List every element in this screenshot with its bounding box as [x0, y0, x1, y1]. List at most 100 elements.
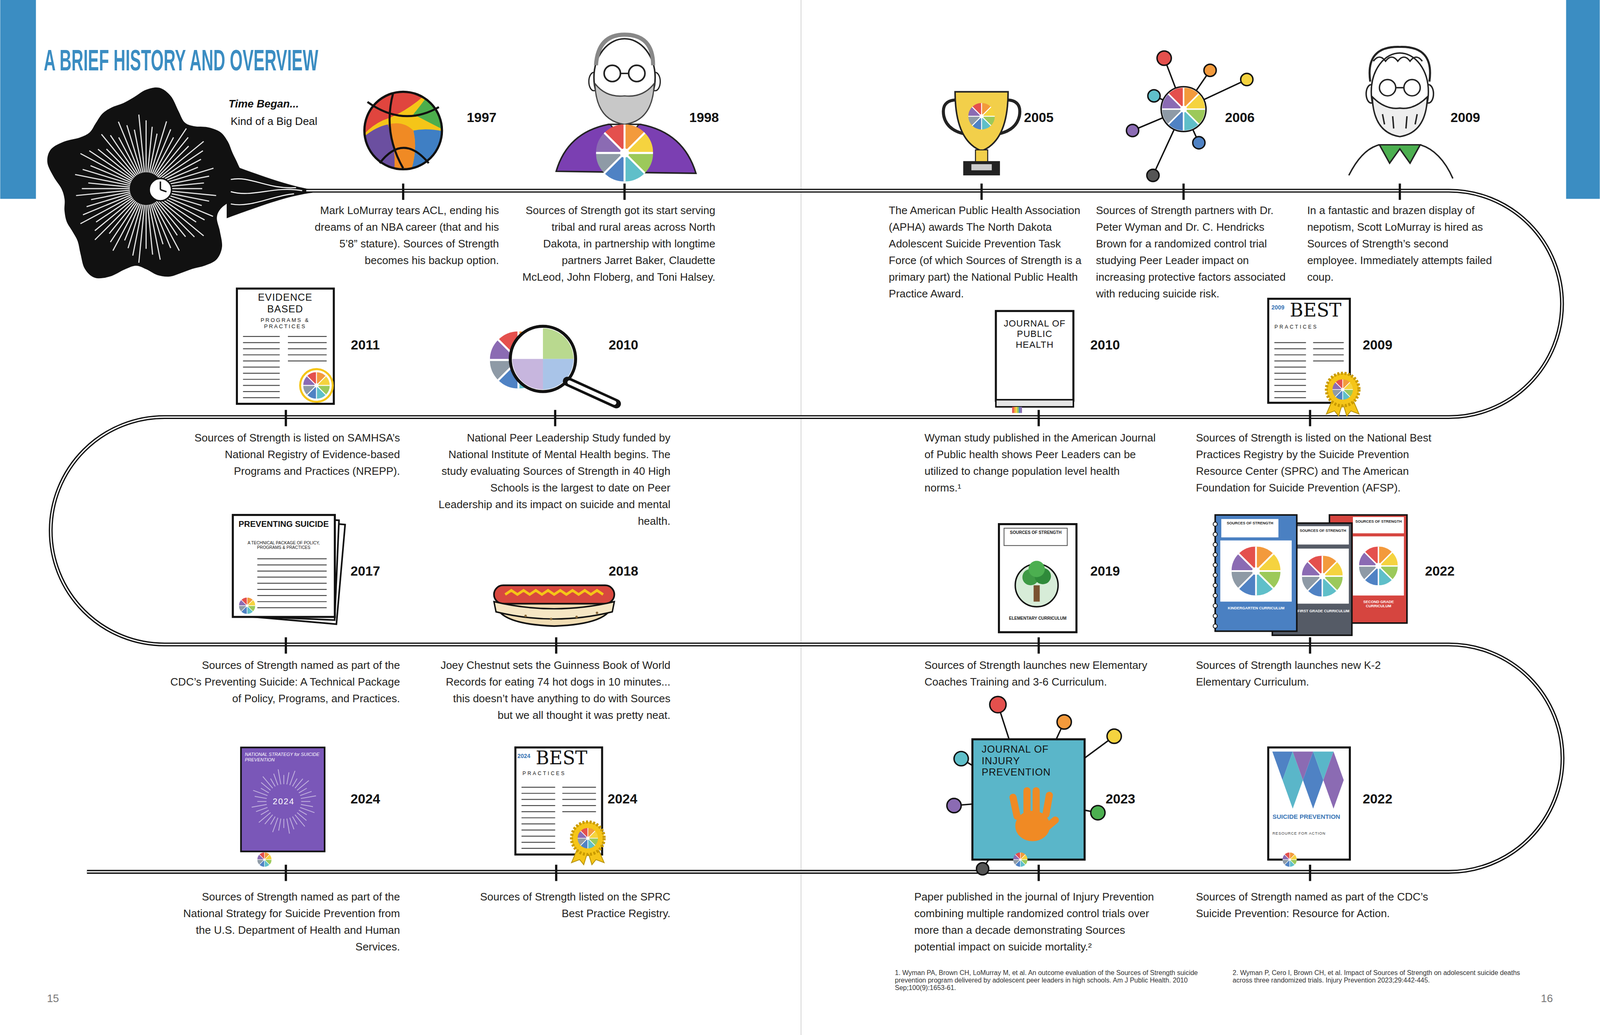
network-icon-part — [1161, 86, 1207, 132]
event-description: The American Public Health Association (… — [888, 202, 1083, 303]
founder-portrait — [556, 34, 696, 182]
journal-book-part — [1013, 407, 1016, 414]
strategy-rays-part — [297, 780, 309, 791]
event-description: Paper published in the journal of Injury… — [914, 888, 1160, 956]
timeline-event: 2010Wyman study published in the America… — [924, 429, 1160, 497]
side-bar — [1566, 0, 1600, 199]
logo-text: SOURCES OF STRENGTH — [1297, 528, 1348, 533]
hot-dog-icon — [494, 585, 615, 627]
big-bang-cloud-part — [156, 201, 186, 237]
curriculum-book-part — [1033, 585, 1040, 602]
strategy-rays-part — [298, 810, 307, 815]
strategy-rays-part — [278, 769, 281, 785]
curriculum-book-part — [1352, 536, 1404, 596]
intro-note: Kind of a Big Deal — [230, 115, 318, 128]
network-icon-part — [1126, 124, 1139, 137]
best-practices-document-part — [1326, 373, 1359, 406]
portrait-sketch-part — [1372, 97, 1428, 137]
resource-book — [1268, 747, 1350, 868]
event-description: Sources of Strength named as part of the… — [1195, 888, 1433, 923]
big-bang-cloud-part — [76, 190, 130, 196]
curriculum-book-part — [1213, 522, 1218, 629]
timeline-tick-part — [623, 183, 626, 200]
logo-text: SOURCES OF STRENGTH — [1354, 519, 1404, 524]
network-icon-part — [1147, 89, 1160, 102]
curriculum-book-part — [1220, 540, 1292, 603]
curriculum-book-part — [1296, 526, 1349, 545]
registry-document-part — [303, 372, 330, 400]
strategy-rays-part — [292, 816, 298, 825]
smoke-trail — [226, 163, 313, 219]
timeline-tick-part — [284, 410, 287, 427]
hot-dog-icon-part — [595, 611, 599, 615]
event-description: Sources of Strength named as part of the… — [179, 888, 400, 956]
trophy-icon-part — [971, 164, 992, 171]
strategy-rays-part — [300, 805, 313, 808]
portrait-sketch-part — [1382, 114, 1418, 129]
side-bar — [0, 0, 37, 199]
timeline-event: 2023Paper published in the journal of In… — [914, 888, 1160, 956]
magnifier-icon — [490, 326, 617, 404]
technical-package-document-part — [238, 597, 255, 615]
hand-print-part — [1041, 791, 1054, 820]
best-practices-document-part — [1332, 379, 1353, 400]
curriculum-book-part — [1302, 555, 1343, 597]
best-practices-document — [1268, 298, 1360, 417]
trophy-icon-part — [968, 102, 995, 130]
event-year: 2005 — [1023, 110, 1054, 125]
big-bang-cloud-part — [106, 149, 135, 178]
event-description: Sources of Strength launches new Element… — [924, 657, 1160, 691]
ball-icon — [357, 86, 449, 179]
strategy-rays-part — [286, 818, 290, 834]
hot-dog-icon-part — [575, 615, 578, 619]
network-icon-part — [1204, 64, 1217, 77]
timeline-tick-part — [1037, 637, 1040, 654]
journal-book-part — [1015, 407, 1018, 414]
registry-document — [237, 288, 335, 405]
curriculum-book-part — [1213, 532, 1218, 537]
event-description: Joey Chestnut sets the Guinness Book of … — [437, 657, 671, 724]
resource-book-part — [1268, 747, 1350, 860]
journal-book-part — [995, 311, 1074, 401]
event-description: Mark LoMurray tears ACL, ending his drea… — [310, 202, 499, 269]
timeline-tick-part — [1398, 183, 1401, 200]
injury-journal — [947, 696, 1122, 875]
big-bang-cloud-part — [145, 120, 147, 173]
timeline-event: 2024Sources of Strength named as part of… — [179, 888, 400, 956]
strategy-book-part — [240, 747, 325, 853]
clock-icon — [149, 178, 172, 201]
strategy-book-part — [257, 852, 272, 868]
big-bang-cloud-part — [110, 202, 138, 243]
big-bang-cloud-part — [101, 134, 136, 176]
timeline-tick-part — [555, 637, 558, 654]
footnote: 1. Wyman PA, Brown CH, LoMurray M, et al… — [895, 969, 1220, 993]
curriculum-book-part — [1221, 519, 1279, 538]
cover-subtitle: PRACTICES — [1274, 324, 1319, 331]
big-bang-cloud-part — [132, 204, 143, 256]
big-bang-cloud-part — [81, 188, 130, 190]
clock-icon-part — [159, 181, 161, 190]
timeline-event: 2009In a fantastic and brazen display of… — [1307, 202, 1501, 286]
ball-icon-part — [357, 86, 449, 179]
big-bang-cloud-part — [147, 126, 153, 173]
page-number: 15 — [47, 992, 60, 1006]
cover-title: EVIDENCE BASED — [238, 291, 332, 315]
founder-portrait-part — [628, 65, 645, 82]
hand-print-part — [1032, 787, 1040, 817]
founder-portrait-part — [604, 65, 621, 82]
strategy-rays-part — [254, 796, 267, 799]
big-bang-cloud-part — [110, 135, 138, 176]
curriculum-book-part — [1213, 603, 1218, 608]
smoke-trail-part — [230, 193, 295, 205]
curriculum-book-part — [1028, 561, 1045, 578]
curriculum-book-part — [1359, 546, 1398, 586]
strategy-rays-part — [258, 812, 271, 823]
resource-book-part — [1323, 751, 1344, 781]
curriculum-book-part — [998, 524, 1077, 633]
curriculum-book-part — [1213, 552, 1218, 558]
hot-dog-icon-part — [524, 615, 527, 618]
big-bang-cloud-part — [147, 205, 153, 255]
event-year: 2022 — [1362, 792, 1393, 806]
best-practices-document-part — [571, 822, 605, 855]
